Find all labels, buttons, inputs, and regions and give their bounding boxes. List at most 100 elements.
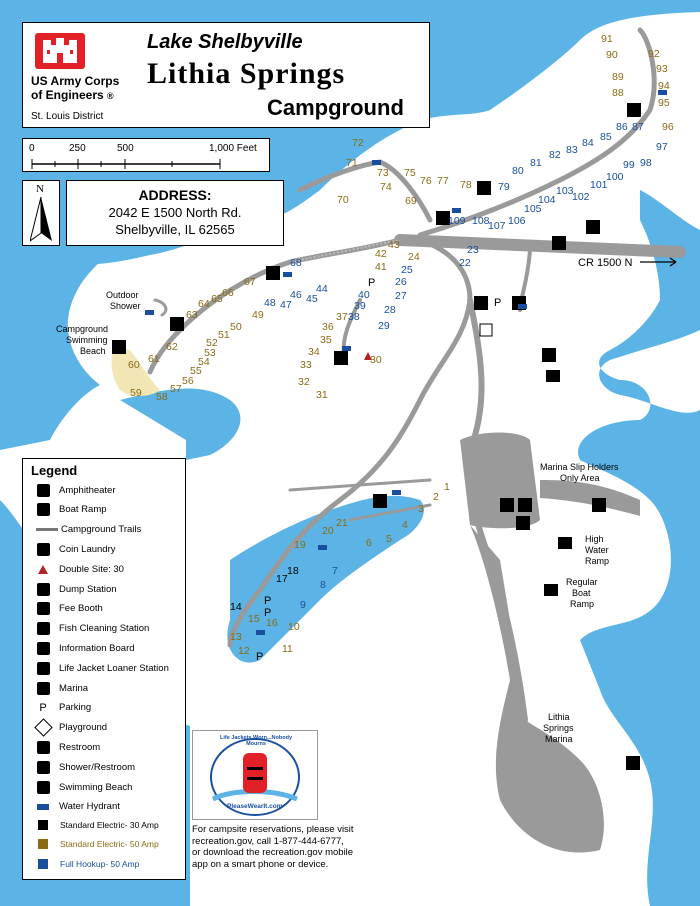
campsite-30: 30	[370, 354, 382, 366]
legend-label: Double Site: 30	[59, 563, 124, 575]
campsite-107: 107	[488, 220, 506, 232]
legend-item: Life Jacket Loaner Station	[35, 661, 169, 675]
campsite-8: 8	[320, 579, 326, 591]
legend-item: Swimming Beach	[35, 780, 132, 794]
hydrant-icon	[35, 800, 51, 814]
campsite-15: 15	[248, 613, 260, 625]
campsite-9: 9	[300, 599, 306, 611]
campground-suffix: Campground	[267, 95, 404, 120]
campsite-95: 95	[658, 97, 670, 109]
campsite-71: 71	[346, 157, 358, 169]
campsite-46: 46	[290, 289, 302, 301]
address-panel: ADDRESS: 2042 E 1500 North Rd. Shelbyvil…	[66, 180, 284, 246]
campsite-70: 70	[337, 194, 349, 206]
campsite-79: 79	[498, 181, 510, 193]
campsite-37: 37	[336, 311, 348, 323]
laundry-icon	[35, 542, 51, 556]
life-jacket-url: PleaseWearIt.com	[227, 803, 283, 810]
campsite-54: 54	[198, 356, 210, 368]
campsite-80: 80	[512, 165, 524, 177]
campsite-58: 58	[156, 391, 168, 403]
legend-item: Marina	[35, 681, 88, 695]
parking-label: P	[256, 651, 263, 663]
campsite-5: 5	[386, 533, 392, 545]
north-arrow-panel: N	[22, 180, 60, 246]
campsite-39: 39	[354, 300, 366, 312]
fee-booth-icon	[500, 498, 514, 512]
legend-label: Fee Booth	[59, 603, 103, 615]
parking-label: P	[494, 297, 501, 309]
info-board-icon	[518, 498, 532, 512]
parking-icon: P	[39, 701, 47, 714]
shower-icon	[266, 266, 280, 280]
legend-item: Water Hydrant	[35, 800, 120, 814]
campsite-49: 49	[252, 309, 264, 321]
campsite-45: 45	[306, 293, 318, 305]
campsite-86: 86	[616, 121, 628, 133]
legend-label: Marina	[59, 682, 89, 694]
legend-label: Amphitheater	[59, 484, 116, 496]
campsite-28: 28	[384, 304, 396, 316]
info-board-icon	[170, 317, 184, 331]
legend-label: Playground	[59, 722, 108, 734]
campsite-74: 74	[380, 181, 392, 193]
legend-label: Restroom	[59, 741, 101, 753]
legend-title: Legend	[31, 463, 78, 478]
campsite-7: 7	[332, 565, 338, 577]
road-label: CR 1500 N	[578, 257, 632, 269]
legend-item: Boat Ramp	[35, 503, 107, 517]
campsite-96: 96	[662, 121, 674, 133]
campsite-13: 13	[230, 631, 242, 643]
scale-label-500: 500	[117, 143, 134, 154]
campsite-73: 73	[377, 167, 389, 179]
life-jacket-banner: Life Jackets Worn...Nobody Mourns Please…	[192, 730, 318, 820]
campsite-48: 48	[264, 297, 276, 309]
campsite-34: 34	[308, 346, 320, 358]
usace-castle-logo	[35, 33, 85, 69]
campsite-14: 14	[230, 601, 242, 613]
shower-icon	[35, 760, 51, 774]
campsite-44: 44	[316, 283, 328, 295]
campsite-78: 78	[460, 179, 472, 191]
agency-name-2: of Engineers	[31, 88, 104, 102]
campsite-62: 62	[166, 341, 178, 353]
campsite-88: 88	[612, 87, 624, 99]
fish-cleaning-icon	[35, 622, 51, 636]
campsite-2: 2	[433, 491, 439, 503]
legend-label: Campground Trails	[61, 524, 142, 536]
playground-icon	[479, 323, 493, 337]
campsite-109: 109	[448, 215, 466, 227]
campsite-43: 43	[388, 239, 400, 251]
legend-label: Full Hookup- 50 Amp	[60, 859, 140, 870]
shower-icon	[373, 494, 387, 508]
legend-item: Coin Laundry	[35, 542, 116, 556]
campsite-50: 50	[230, 321, 242, 333]
campsite-53: 53	[204, 347, 216, 359]
campsite-31: 31	[316, 389, 328, 401]
dump-station-icon	[35, 582, 51, 596]
reservation-line-4: app on a smart phone or device.	[192, 858, 329, 870]
campsite-64: 64	[198, 298, 210, 310]
campground-trail	[289, 239, 401, 263]
agency-name-1: US Army Corps	[31, 74, 120, 88]
legend-label: Water Hydrant	[59, 801, 120, 813]
campsite-41: 41	[375, 261, 387, 273]
campsite-26: 26	[395, 276, 407, 288]
life-jacket-icon	[210, 738, 300, 816]
campsite-100: 100	[606, 171, 624, 183]
campsite-18: 18	[287, 565, 299, 577]
campsite-67: 67	[244, 276, 256, 288]
campsite-103: 103	[556, 185, 574, 197]
campsite-11: 11	[282, 643, 293, 655]
reservation-line-2: recreation.gov, call 1-877-444-6777,	[192, 835, 344, 847]
legend-item: Fee Booth	[35, 602, 103, 616]
parking-label: P	[264, 607, 271, 619]
campsite-98: 98	[640, 157, 652, 169]
campsite-56: 56	[182, 375, 194, 387]
